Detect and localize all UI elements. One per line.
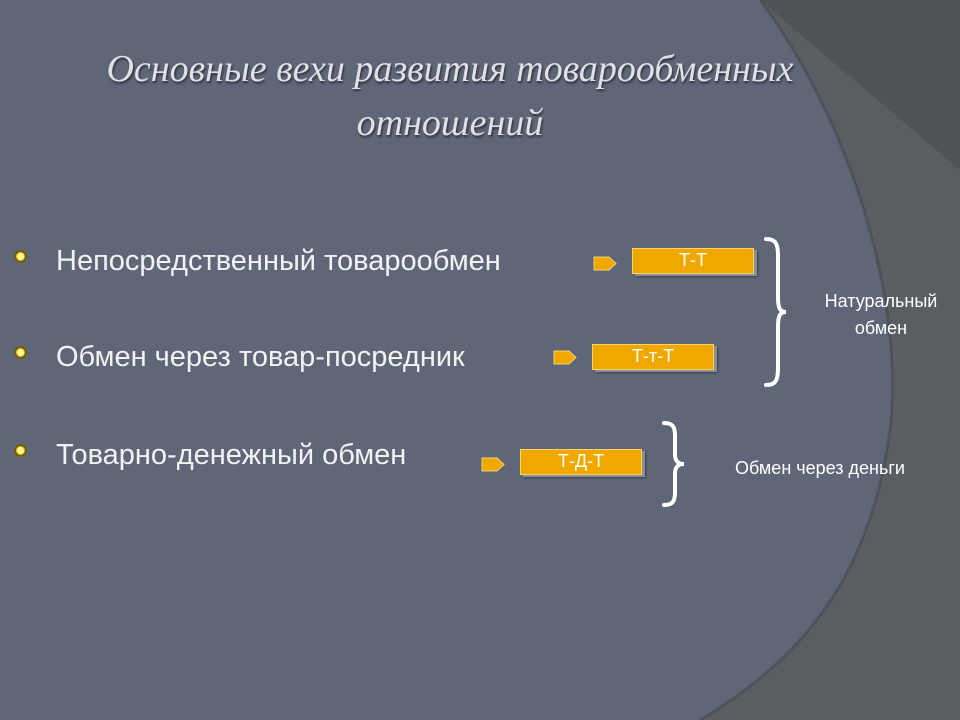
arrow-tag-icon	[593, 256, 617, 271]
group-label-natural-line2: обмен	[854, 318, 908, 338]
formula-box-1: Т-Т	[632, 248, 754, 274]
bullet-text-3: Товарно-денежный обмен	[56, 439, 407, 471]
circle-bullet-icon	[14, 444, 27, 457]
group-label-natural-line1: Натуральный	[824, 291, 938, 311]
arrow-tag-icon	[481, 457, 505, 472]
group-label-natural: Натуральный обмен	[800, 288, 960, 342]
curly-bracket-icon	[764, 237, 787, 387]
group-label-money: Обмен через деньги	[735, 458, 905, 478]
formula-box-3: Т-Д-Т	[520, 449, 642, 475]
formula-box-2: Т-т-Т	[592, 344, 714, 370]
curly-bracket-icon	[662, 421, 685, 507]
circle-bullet-icon	[14, 346, 27, 359]
arrow-tag-icon	[553, 350, 577, 365]
slide-title: Основные вехи развития товарообменных от…	[106, 48, 794, 144]
bullet-text-1: Непосредственный товарообмен	[56, 245, 501, 277]
bullet-text-2: Обмен через товар-посредник	[56, 341, 465, 373]
circle-bullet-icon	[14, 250, 27, 263]
